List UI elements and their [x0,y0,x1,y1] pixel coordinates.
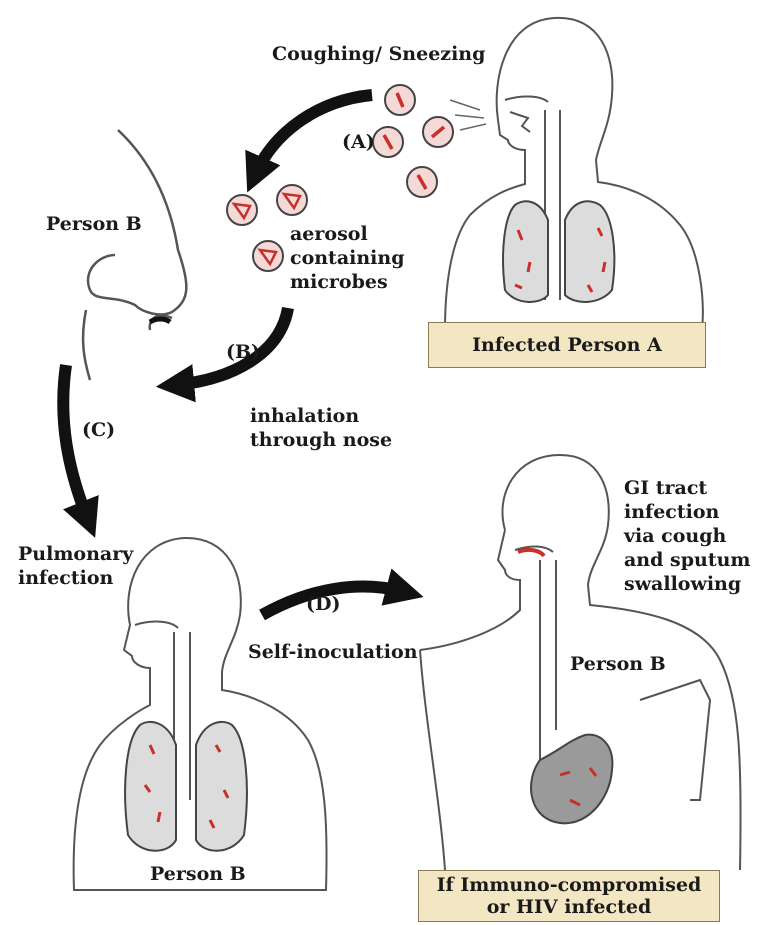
step-c-label: (C) [82,418,115,442]
pulmonary-label-2: infection [18,566,113,590]
aerosol-label-3: microbes [290,270,388,294]
person-b-right-label: Person B [570,652,666,676]
pulmonary-label-1: Pulmonary [18,542,133,566]
coughing-sneezing-label: Coughing/ Sneezing [272,42,485,66]
person-b-bottom-label: Person B [150,862,246,886]
gi-label-1: GI tract [624,476,707,500]
immuno-compromised-box: If Immuno-compromised or HIV infected [418,870,720,922]
step-b-label: (B) [226,340,260,364]
person-b-top-label: Person B [46,212,142,236]
mouth-microbes [518,550,544,556]
infected-person-a-box: Infected Person A [428,322,706,368]
aerosol-label-1: aerosol [290,222,368,246]
expelled-droplets [373,85,453,197]
inhalation-label-1: inhalation [250,404,359,428]
gi-label-2: infection [624,500,719,524]
step-d-label: (D) [306,592,340,616]
stomach [531,735,612,824]
self-inoculation-label: Self-inoculation [248,640,418,664]
person-b-lungs-left [125,722,247,851]
gi-label-3: via cough [624,524,726,548]
nostril-mark [150,319,170,322]
gi-label-5: swallowing [624,572,741,596]
gi-label-4: and sputum [624,548,751,572]
person-b-face-profile [83,130,186,380]
step-a-label: (A) [342,130,375,154]
arrow-c [63,365,88,520]
immuno-line-1: If Immuno-compromised [437,874,702,896]
immuno-line-2: or HIV infected [487,896,652,918]
inhalation-label-2: through nose [250,428,392,452]
aerosol-label-2: containing [290,246,405,270]
spray-lines [450,100,486,130]
